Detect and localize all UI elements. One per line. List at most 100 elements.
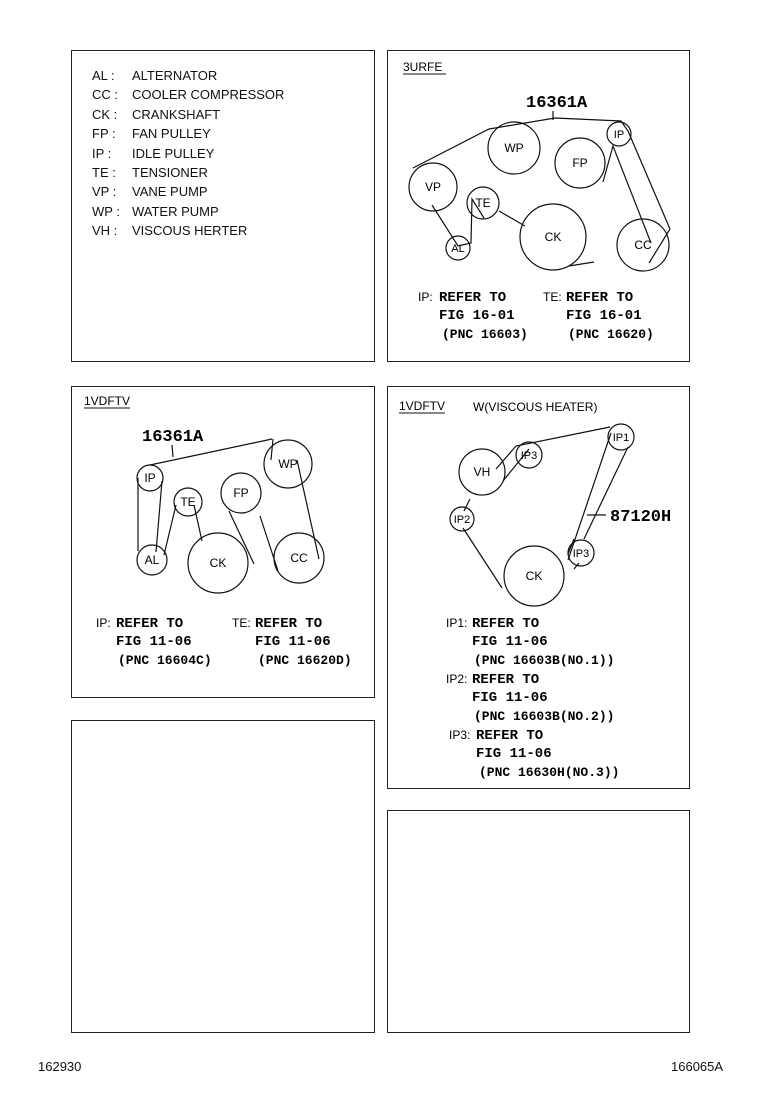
svg-text:FP: FP — [572, 156, 587, 170]
svg-text:REFER TO: REFER TO — [439, 290, 506, 306]
svg-text:REFER TO: REFER TO — [472, 672, 539, 688]
panel-1vdftv-b: 1VDFTV W(VISCOUS HEATER) 87120H VH IP3 I… — [387, 386, 690, 789]
belt-diagram-1vdftv-b: 1VDFTV W(VISCOUS HEATER) 87120H VH IP3 I… — [399, 399, 671, 780]
legend-abbr: CC : — [92, 87, 118, 103]
svg-text:(PNC 16620D): (PNC 16620D) — [258, 653, 352, 668]
svg-text:TE: TE — [475, 196, 490, 210]
svg-text:VH: VH — [474, 465, 491, 479]
svg-text:REFER TO: REFER TO — [566, 290, 633, 306]
svg-text:CC: CC — [290, 551, 308, 565]
pulley-ip — [136, 464, 164, 492]
svg-text:CK: CK — [526, 569, 543, 583]
engine-label: 1VDFTV — [84, 394, 130, 408]
legend-name: ALTERNATOR — [132, 68, 218, 83]
legend-name: TENSIONER — [132, 165, 208, 180]
pulley-ck — [519, 203, 587, 271]
legend-name: VISCOUS HERTER — [132, 223, 248, 239]
svg-text:(PNC 16620): (PNC 16620) — [568, 327, 654, 342]
svg-text:IP1:: IP1: — [446, 616, 467, 630]
pulley-cc — [616, 218, 670, 272]
figure-number-right: 166065A — [671, 1059, 724, 1074]
legend-name: FAN PULLEY — [132, 126, 211, 142]
svg-text:FIG 16-01: FIG 16-01 — [439, 308, 515, 324]
svg-text:CC: CC — [634, 238, 652, 252]
panel-3urfe: 3URFE 16361A WP FP IP VP TE AL CK CC — [387, 50, 690, 362]
belt-diagram-1vdftv-a: 1VDFTV 16361A IP TE FP WP AL CK CC IP: R… — [84, 394, 352, 668]
pulley-te — [173, 487, 203, 517]
legend-name: IDLE PULLEY — [132, 145, 215, 161]
svg-text:(PNC 16630H(NO.3)): (PNC 16630H(NO.3)) — [479, 765, 619, 780]
svg-text:REFER TO: REFER TO — [472, 616, 539, 632]
ref-ip: IP: REFER TO FIG 11-06 (PNC 16604C) — [96, 616, 212, 668]
svg-text:AL: AL — [451, 243, 464, 255]
legend-abbr: CK : — [92, 106, 118, 122]
pulley-ip2 — [449, 506, 475, 532]
svg-text:(PNC 16603B(NO.1)): (PNC 16603B(NO.1)) — [474, 653, 614, 668]
figure-number-left: 162930 — [38, 1059, 82, 1074]
pulley-fp — [220, 472, 262, 514]
svg-text:WP: WP — [278, 457, 297, 471]
svg-text:(PNC 16603): (PNC 16603) — [442, 327, 528, 342]
svg-text:VP: VP — [425, 180, 441, 194]
ref-ip2: IP2: REFER TO FIG 11-06 (PNC 16603B(NO.2… — [446, 672, 614, 724]
ref-ip3: IP3: REFER TO FIG 11-06 (PNC 16630H(NO.3… — [449, 728, 619, 780]
svg-text:TE:: TE: — [543, 290, 562, 304]
svg-text:CK: CK — [545, 230, 562, 244]
pulley-cc — [273, 532, 325, 584]
part-number: 87120H — [610, 508, 671, 527]
svg-text:REFER TO: REFER TO — [116, 616, 183, 632]
svg-text:FIG 11-06: FIG 11-06 — [472, 690, 548, 706]
legend-name: CRANKSHAFT — [132, 106, 221, 122]
pulley-ck — [503, 545, 565, 607]
pulley-ip1 — [607, 423, 635, 451]
svg-text:CK: CK — [210, 556, 227, 570]
ref-ip: IP: REFER TO FIG 16-01 (PNC 16603) — [418, 290, 528, 342]
svg-text:(PNC 16604C): (PNC 16604C) — [118, 653, 212, 668]
svg-text:WP: WP — [504, 141, 523, 155]
svg-text:IP: IP — [144, 471, 155, 485]
svg-text:FIG 11-06: FIG 11-06 — [476, 746, 552, 762]
empty-panel-right — [387, 810, 690, 1033]
svg-text:IP:: IP: — [96, 616, 111, 630]
pulley-wp — [487, 121, 541, 175]
part-number: 16361A — [142, 428, 204, 447]
legend-abbr: AL : — [92, 68, 115, 83]
legend-abbr: WP : — [92, 203, 120, 219]
pulley-ip3-top — [515, 441, 543, 469]
legend-abbr: FP : — [92, 126, 116, 142]
svg-text:REFER TO: REFER TO — [476, 728, 543, 744]
pulley-te — [466, 186, 500, 220]
pulley-ck — [187, 532, 249, 594]
svg-text:IP3: IP3 — [521, 450, 538, 462]
svg-text:IP2:: IP2: — [446, 672, 467, 686]
pulley-ip — [606, 121, 632, 147]
svg-text:IP2: IP2 — [454, 514, 471, 526]
svg-text:FP: FP — [233, 486, 248, 500]
engine-label: 1VDFTV — [399, 399, 445, 413]
legend-abbr: IP : — [92, 145, 112, 161]
pulley-vh — [458, 448, 506, 496]
pulley-al — [445, 235, 471, 261]
svg-text:TE:: TE: — [232, 616, 251, 630]
svg-text:IP: IP — [614, 129, 624, 141]
pulley-wp — [263, 439, 313, 489]
svg-text:IP:: IP: — [418, 290, 433, 304]
svg-text:FIG 16-01: FIG 16-01 — [566, 308, 642, 324]
pulley-vp — [408, 162, 458, 212]
pulley-al — [136, 544, 168, 576]
ref-te: TE: REFER TO FIG 16-01 (PNC 16620) — [543, 290, 654, 342]
svg-text:IP3:: IP3: — [449, 728, 470, 742]
legend-name: VANE PUMP — [132, 184, 208, 200]
part-number: 16361A — [526, 94, 588, 113]
svg-text:AL: AL — [145, 553, 160, 567]
pulley-ip3-bottom — [567, 539, 595, 567]
belt-diagram-3urfe: 3URFE 16361A WP FP IP VP TE AL CK CC — [403, 60, 671, 342]
ref-ip1: IP1: REFER TO FIG 11-06 (PNC 16603B(NO.1… — [446, 616, 614, 668]
svg-text:FIG 11-06: FIG 11-06 — [116, 634, 192, 650]
svg-text:REFER TO: REFER TO — [255, 616, 322, 632]
svg-text:FIG 11-06: FIG 11-06 — [255, 634, 331, 650]
pulley-fp — [554, 137, 606, 189]
legend-abbr: VH : — [92, 223, 118, 239]
legend-abbr: VP : — [92, 184, 117, 200]
